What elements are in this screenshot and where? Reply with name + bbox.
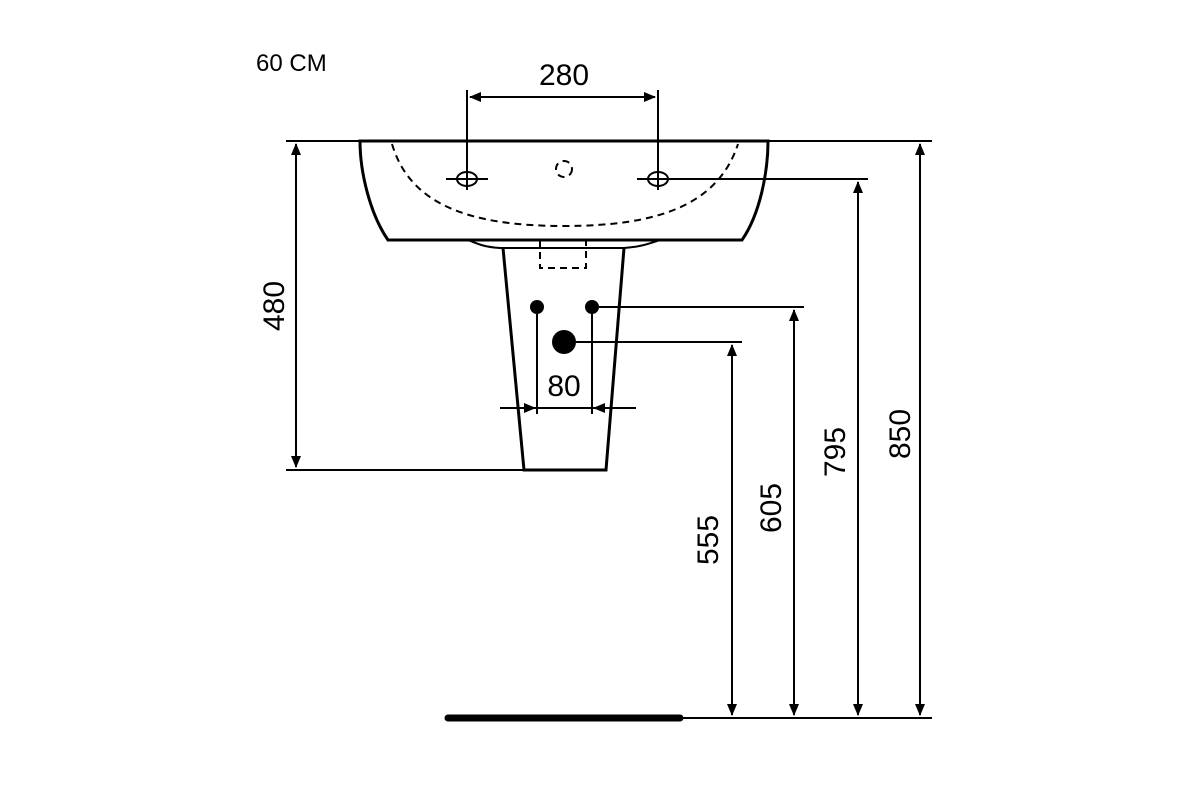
pedestal-outline <box>501 247 626 472</box>
label-280: 280 <box>539 59 589 92</box>
basin-underside <box>467 239 661 249</box>
dim-supply-spacing: 80 <box>500 314 636 414</box>
label-555: 555 <box>692 515 725 565</box>
dim-tap-hole-height: 795 <box>680 178 868 716</box>
label-80: 80 <box>547 370 580 403</box>
label-480: 480 <box>258 281 291 331</box>
dim-rim-height: 850 <box>768 140 932 716</box>
label-850: 850 <box>884 409 917 459</box>
overflow-hole <box>555 160 573 178</box>
waste-outlet-dashed <box>539 240 587 269</box>
supply-left-dot <box>530 300 544 314</box>
label-795: 795 <box>819 427 852 477</box>
dim-basin-height: 480 <box>258 140 524 471</box>
size-label: 60 CM <box>256 50 327 77</box>
supply-right-dot <box>585 300 599 314</box>
dim-supply-height: 605 <box>599 306 804 716</box>
waste-dot <box>552 330 576 354</box>
basin <box>358 139 770 269</box>
pedestal <box>501 247 626 472</box>
dim-waste-height: 555 <box>576 341 742 716</box>
basin-outline <box>358 139 770 242</box>
dim-tap-hole-spacing: 280 <box>466 59 659 190</box>
label-605: 605 <box>755 483 788 533</box>
bowl-inner-dashed <box>391 143 739 228</box>
